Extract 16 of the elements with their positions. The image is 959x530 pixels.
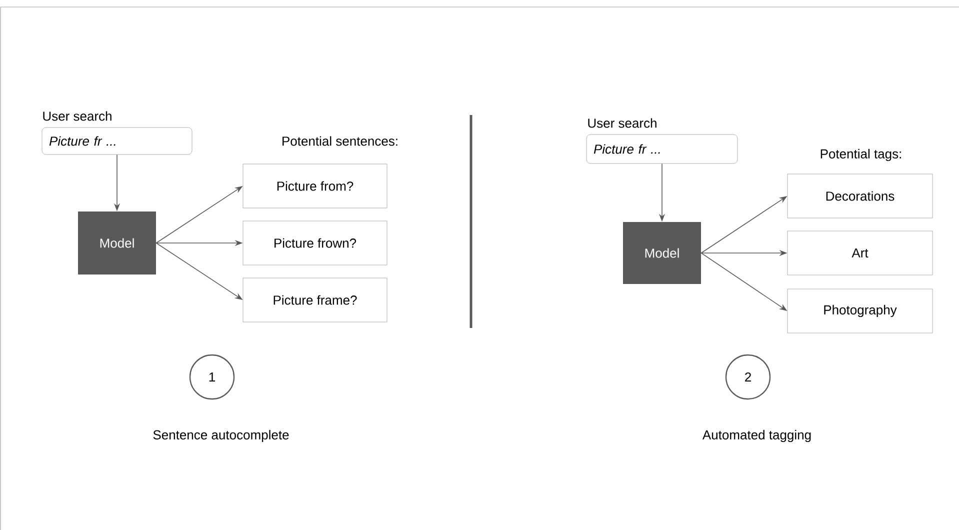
field-heading: User search [588, 118, 656, 128]
model-box: Model [623, 222, 701, 284]
output-box: Picture frown? [242, 220, 388, 266]
group-heading: Potential tags: [820, 148, 901, 162]
output-box: Picture frame? [242, 278, 388, 322]
field-heading: User search [43, 111, 112, 121]
output-box: Picture from? [242, 164, 388, 208]
search-field: Picture fr ... [42, 127, 192, 155]
output-box: Decorations [787, 174, 933, 218]
step-caption: Automated tagging [702, 430, 811, 442]
step-caption: Sentence autocomplete [153, 430, 289, 442]
output-box: Photography [787, 288, 933, 334]
search-field: Picture fr ... [586, 134, 738, 164]
group-heading: Potential sentences: [282, 136, 398, 146]
output-box: Art [787, 230, 933, 276]
model-box: Model [78, 212, 156, 274]
